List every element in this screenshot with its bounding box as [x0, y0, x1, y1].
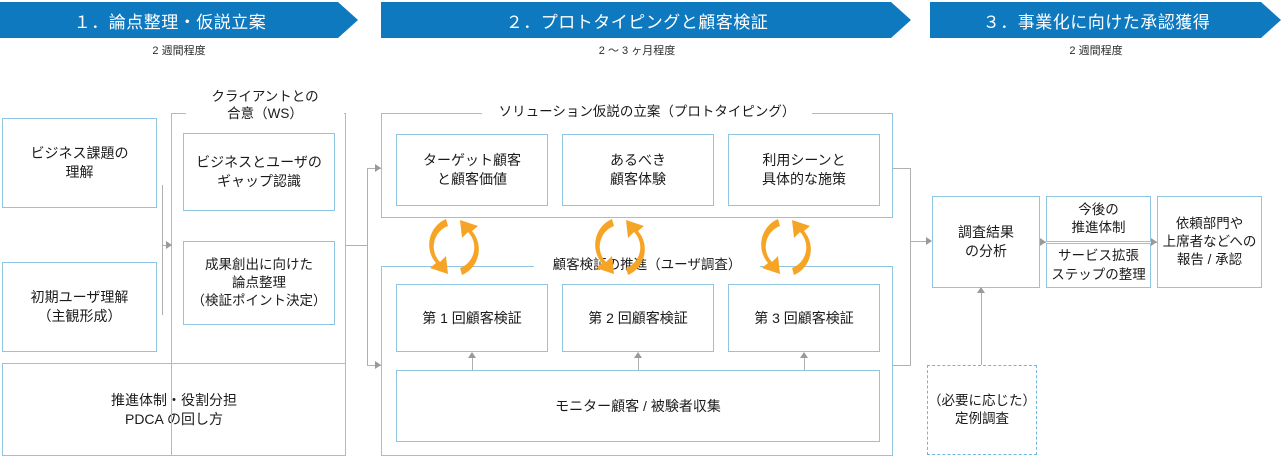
box-future-promotion-structure[interactable]: 今後の 推進体制	[1046, 196, 1151, 242]
phase-duration-1: 2 週間程度	[152, 45, 206, 57]
cycle-arrows-icon-1	[418, 216, 490, 278]
arrowhead-monitor-to-round-2	[634, 352, 642, 358]
box-business-issue-understanding[interactable]: ビジネス課題の 理解	[2, 118, 157, 208]
arrowhead-to-solution-group	[375, 164, 381, 172]
phase-banner-1: １．論点整理・仮説立案	[0, 2, 358, 38]
connector-branch-vertical	[367, 168, 368, 366]
box-validation-round-2[interactable]: 第 2 回顧客検証	[562, 284, 714, 352]
phase-banner-1-title: １．論点整理・仮説立案	[73, 12, 267, 32]
box-business-user-gap[interactable]: ビジネスとユーザの ギャップ認識	[183, 133, 335, 211]
connector-monitor-to-round-1	[472, 355, 473, 370]
connector-branch-to-solution	[367, 168, 381, 169]
arrowhead-to-analysis	[926, 237, 932, 245]
box-issue-organization[interactable]: 成果創出に向けた 論点整理 （検証ポイント決定）	[183, 241, 335, 325]
connector-branch-to-validation	[367, 365, 381, 366]
box-service-expansion-steps[interactable]: サービス拡張 ステップの整理	[1046, 243, 1151, 288]
phase-banner-2: ２．プロトタイピングと顧客検証	[381, 2, 911, 38]
group-client-agreement-ws-label: クライアントとの 合意（WS）	[186, 89, 344, 123]
arrowhead-monitor-to-round-1	[468, 352, 476, 358]
cycle-arrows-icon-3	[750, 216, 822, 278]
group-solution-hypothesis-label: ソリューション仮説の立案（プロトタイピング）	[482, 104, 812, 121]
phase-banner-3: ３．事業化に向けた承認獲得	[930, 2, 1281, 38]
phase-banner-2-title: ２．プロトタイピングと顧客検証	[505, 12, 769, 32]
box-survey-result-analysis[interactable]: 調査結果 の分析	[932, 196, 1040, 288]
box-report-approval[interactable]: 依頼部門や 上席者などへの 報告 / 承認	[1157, 196, 1262, 288]
connector-optional-to-analysis	[981, 290, 982, 365]
box-initial-user-understanding[interactable]: 初期ユーザ理解 （主観形成）	[2, 262, 157, 352]
box-promotion-structure-pdca[interactable]: 推進体制・役割分担 PDCA の回し方	[2, 363, 346, 456]
connector-ws-out	[346, 245, 368, 246]
arrowhead-monitor-to-round-3	[800, 352, 808, 358]
arrowhead-to-validation-group	[375, 361, 381, 369]
phase-banner-3-title: ３．事業化に向けた承認獲得	[982, 12, 1211, 32]
connector-to-analysis	[910, 241, 930, 242]
connector-phase2-out-vertical	[910, 168, 911, 366]
box-validation-round-1[interactable]: 第 1 回顧客検証	[396, 284, 548, 352]
box-optional-regular-survey[interactable]: （必要に応じた） 定例調査	[927, 365, 1037, 455]
connector-validation-out	[893, 365, 911, 366]
box-target-customer-value[interactable]: ターゲット顧客 と顧客価値	[396, 134, 548, 206]
box-monitor-customer-recruitment[interactable]: モニター顧客 / 被験者収集	[396, 370, 880, 442]
phase-duration-3: 2 週間程度	[1069, 45, 1123, 57]
connector-left-vertical	[162, 185, 163, 315]
cycle-arrows-icon-2	[584, 216, 656, 278]
connector-monitor-to-round-3	[804, 355, 805, 370]
arrowhead-optional-to-analysis	[977, 287, 985, 293]
box-ideal-customer-experience[interactable]: あるべき 顧客体験	[562, 134, 714, 206]
arrowhead-left-to-ws	[166, 241, 172, 249]
box-validation-round-3[interactable]: 第 3 回顧客検証	[728, 284, 880, 352]
phase-duration-2: 2 〜 3 ヶ月程度	[598, 45, 676, 57]
connector-solution-out	[893, 168, 911, 169]
arrowhead-analysis-to-next	[1040, 238, 1046, 246]
arrowhead-next-to-report	[1151, 238, 1157, 246]
connector-monitor-to-round-2	[638, 355, 639, 370]
box-usage-scene-measures[interactable]: 利用シーンと 具体的な施策	[728, 134, 880, 206]
